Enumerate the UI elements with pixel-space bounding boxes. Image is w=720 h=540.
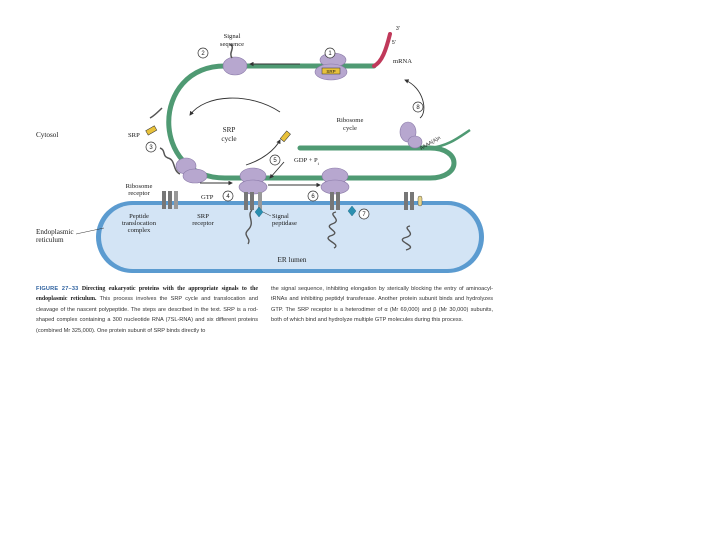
translocation-complex-step-7 (401, 192, 423, 251)
label-mrna: mRNA (393, 58, 412, 65)
translocation-complex-step-6 (327, 192, 357, 249)
label-srp-cycle-1: SRP (223, 126, 236, 134)
step-6-marker: 6 (307, 190, 319, 202)
label-er-2: reticulum (36, 236, 64, 244)
label-er-lumen: ER lumen (278, 256, 307, 264)
ribosome-step-6 (320, 167, 350, 195)
label-gtp: GTP (201, 194, 214, 201)
svg-text:3: 3 (149, 145, 153, 151)
ribosome-cycle-arrow (404, 79, 425, 119)
label-peptide-translocation-1: Peptide (129, 213, 149, 220)
label-signal-peptidase-2: peptidase (272, 220, 297, 227)
step-8-marker: 8 (412, 101, 424, 113)
ribosome-step-3 (175, 157, 208, 184)
ribosome-step-8 (399, 121, 423, 149)
figure-number: FIGURE 27–33 (36, 286, 79, 292)
label-five-prime: 5' (392, 40, 396, 46)
step-2-marker: 2 (197, 47, 209, 59)
svg-text:5: 5 (273, 158, 277, 164)
svg-text:7: 7 (362, 212, 366, 218)
nascent-chain-2 (149, 107, 163, 119)
svg-text:1: 1 (328, 51, 332, 57)
srp-particle-free (279, 130, 291, 143)
svg-text:2: 2 (201, 51, 205, 57)
caption-right-column: the signal sequence, inhibiting elongati… (271, 284, 493, 326)
label-er-1: Endoplasmic (36, 228, 74, 236)
label-gdp-pi: GDP + Pi (294, 157, 320, 166)
ribosome-step-4 (238, 167, 268, 195)
figure-title: Directing eukaryotic proteins with the a… (36, 286, 258, 303)
ribosome-step-1: SRP (314, 52, 348, 81)
label-srp-receptor-1: SRP (197, 213, 209, 220)
ribosome-step-2 (222, 43, 248, 76)
label-ribosome-cycle-2: cycle (343, 125, 357, 132)
label-cytosol: Cytosol (36, 131, 58, 139)
step-5-marker: 5 (269, 154, 281, 166)
label-signal-sequence-1: Signal (224, 33, 241, 40)
caption-left-column: FIGURE 27–33 Directing eukaryotic protei… (36, 284, 258, 336)
srp-cycle-arrow-lower (245, 139, 281, 166)
label-signal-sequence-2: sequence (220, 41, 244, 48)
mrna-tail (429, 128, 471, 150)
er-lumen (96, 201, 484, 273)
srp-cycle-arrow-inner (189, 97, 281, 116)
caption-left-text: This process involves the SRP cycle and … (36, 296, 258, 334)
svg-text:SRP: SRP (326, 69, 335, 74)
label-signal-peptidase-1: Signal (272, 213, 289, 220)
label-peptide-translocation-2: translocation (122, 220, 157, 227)
label-peptide-translocation-3: complex (128, 227, 151, 234)
label-srp: SRP (128, 132, 140, 139)
step-3-marker: 3 (145, 141, 157, 153)
srp-cycle-diagram: SRP (36, 26, 484, 273)
nascent-chain-1 (159, 147, 181, 175)
label-ribosome-receptor-2: receptor (128, 190, 150, 197)
srp-particle-cytosol (145, 125, 158, 136)
caption-right-text: the signal sequence, inhibiting elongati… (271, 286, 493, 324)
svg-text:4: 4 (226, 194, 230, 200)
svg-text:8: 8 (416, 105, 420, 111)
label-three-prime: 3' (396, 26, 400, 32)
label-ribosome-cycle-1: Ribosome (337, 117, 364, 124)
step-7-marker: 7 (358, 208, 370, 220)
label-srp-cycle-2: cycle (221, 135, 236, 143)
label-srp-receptor-2: receptor (192, 220, 214, 227)
signal-peptidase-shape (254, 206, 264, 218)
step-4-marker: 4 (222, 190, 234, 202)
translocation-complex-step-4 (244, 192, 262, 245)
translocation-complex-step-3 (162, 191, 178, 209)
mrna-five-prime-segment (372, 32, 392, 68)
svg-text:6: 6 (311, 194, 315, 200)
step-1-marker: 1 (324, 47, 336, 59)
label-ribosome-receptor-1: Ribosome (126, 183, 153, 190)
step-arrow-gdp (269, 161, 285, 179)
